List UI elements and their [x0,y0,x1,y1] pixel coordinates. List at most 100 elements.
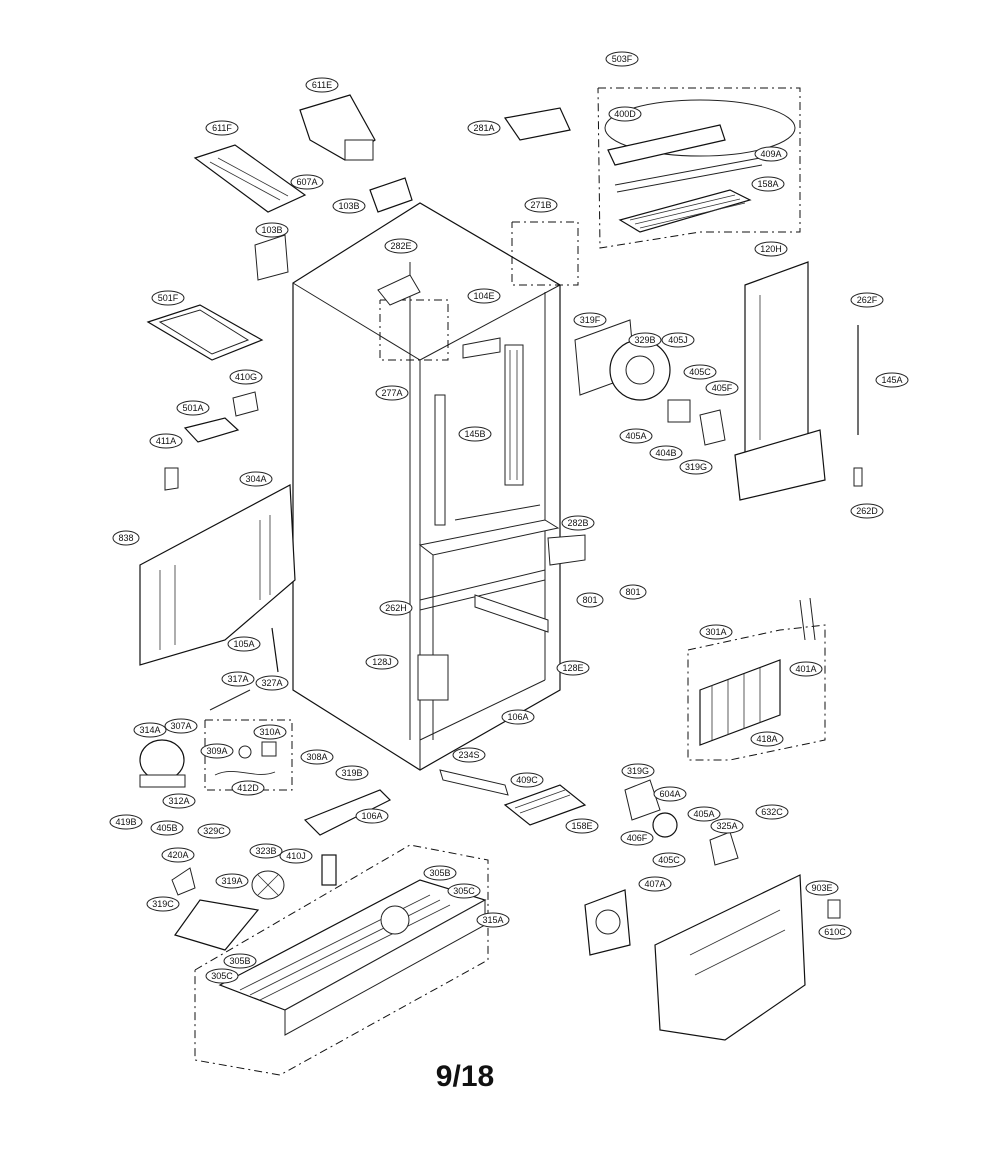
part-callout: 503F [605,51,639,67]
part-callout-oval [565,818,599,834]
part-callout-oval [608,106,642,122]
part-callout: 410J [279,848,313,864]
part-number-label: 801 [625,587,640,597]
part-callout: 312A [162,793,196,809]
part-callout-oval [818,924,852,940]
part-number-label: 410G [235,372,257,382]
part-number-label: 317A [227,674,248,684]
cabinet-body [292,202,561,771]
part-callout: 405B [150,820,184,836]
part-callout-oval [221,671,255,687]
part-number-label: 262H [385,603,407,613]
part-number-label: 400D [614,109,636,119]
part-number-label: 319C [152,899,174,909]
part-callout-oval [255,222,289,238]
part-callout-oval [576,592,604,608]
compressor-area [139,719,392,836]
part-callout: 406F [620,830,654,846]
part-callout-oval [215,873,249,889]
part-callout-oval [423,865,457,881]
part-callout-oval [653,786,687,802]
part-callout-oval [365,654,399,670]
part-number-label: 319A [221,876,242,886]
part-callout-oval [710,818,744,834]
part-callout: 323B [249,843,283,859]
ice-tray-parts [193,94,571,213]
part-callout: 128J [365,654,399,670]
part-number-label: 405C [658,855,680,865]
part-callout: 405A [619,428,653,444]
part-callout: 411A [149,433,183,449]
part-callout-oval [605,51,639,67]
part-number-label: 329C [203,826,225,836]
part-number-label: 106A [507,712,528,722]
part-number-label: 128E [562,663,583,673]
part-callout: 103B [255,222,289,238]
part-number-label: 106A [361,811,382,821]
part-callout: 838 [112,530,140,546]
part-number-label: 158A [757,179,778,189]
part-callout: 405C [683,364,717,380]
part-callout: 329C [197,823,231,839]
part-number-label: 610C [824,927,846,937]
part-callout: 319G [621,763,655,779]
part-callout-oval [683,364,717,380]
part-number-label: 319B [341,768,362,778]
part-callout-oval [620,830,654,846]
part-callout: 329B [628,332,662,348]
part-number-label: 281A [473,123,494,133]
part-callout: 317A [221,671,255,687]
part-number-label: 903E [811,883,832,893]
part-callout-oval [279,848,313,864]
part-callout: 327A [255,675,289,691]
part-number-label: 312A [168,796,189,806]
part-callout-oval [205,120,239,136]
part-number-label: 405F [712,383,733,393]
part-callout: 262H [379,600,413,616]
part-callout-oval [661,332,695,348]
part-callout-oval [628,332,662,348]
part-callout: 315A [476,912,510,928]
part-callout: 281A [467,120,501,136]
part-number-label: 632C [761,807,783,817]
part-callout: 301A [699,624,733,640]
part-callout: 410G [229,369,263,385]
part-callout-oval [109,814,143,830]
part-callout: 310A [253,724,287,740]
part-callout-oval [619,584,647,600]
part-callout-oval [467,120,501,136]
part-callout: 604A [653,786,687,802]
part-callout-oval [227,636,261,652]
part-number-label: 301A [705,627,726,637]
right-middle-parts [574,261,863,501]
part-callout: 401A [789,661,823,677]
part-number-label: 418A [756,734,777,744]
part-callout-oval [452,747,486,763]
part-callout: 404B [649,445,683,461]
part-callout-oval [687,806,721,822]
part-callout-oval [638,876,672,892]
part-callout-oval [561,515,595,531]
part-callout-oval [750,731,784,747]
part-callout: 400D [608,106,642,122]
part-callout-oval [619,428,653,444]
part-number-label: 611F [212,123,232,133]
part-callout: 308A [300,749,334,765]
part-callout: 610C [818,924,852,940]
part-number-label: 503F [612,54,633,64]
part-number-label: 611E [312,80,332,90]
part-callout-oval [379,600,413,616]
part-number-label: 409A [760,149,781,159]
part-number-label: 305C [211,971,233,981]
part-callout: 405F [705,380,739,396]
part-callout: 305C [205,968,239,984]
part-number-label: 405C [689,367,711,377]
part-number-label: 282E [390,241,411,251]
part-callout-oval [850,292,884,308]
part-callout: 309A [200,743,234,759]
part-callout: 420A [161,847,195,863]
fan-cover-assembly [597,87,801,249]
part-number-label: 604A [659,789,680,799]
part-callout: 405A [687,806,721,822]
